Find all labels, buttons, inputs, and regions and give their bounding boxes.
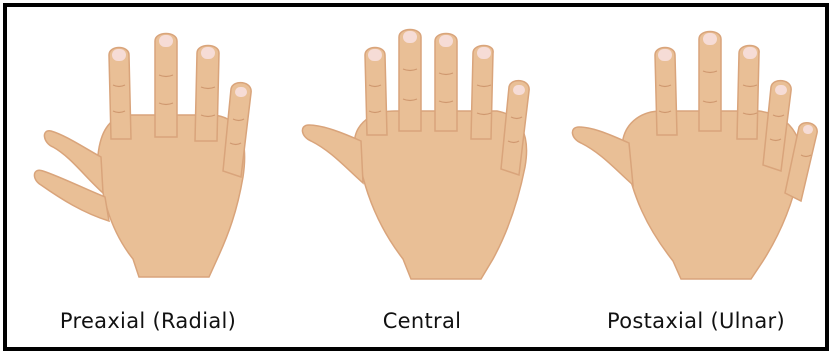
panel-postaxial: Postaxial (Ulnar) bbox=[563, 7, 829, 347]
hand-preaxial-illustration bbox=[13, 7, 283, 307]
hand-central-illustration bbox=[287, 7, 557, 307]
panel-central: Central bbox=[287, 7, 557, 347]
figure-frame: Preaxial (Radial) bbox=[3, 3, 829, 351]
label-preaxial: Preaxial (Radial) bbox=[13, 309, 283, 333]
label-postaxial: Postaxial (Ulnar) bbox=[563, 309, 829, 333]
panel-preaxial: Preaxial (Radial) bbox=[13, 7, 283, 347]
hand-postaxial-illustration bbox=[563, 7, 829, 307]
label-central: Central bbox=[287, 309, 557, 333]
